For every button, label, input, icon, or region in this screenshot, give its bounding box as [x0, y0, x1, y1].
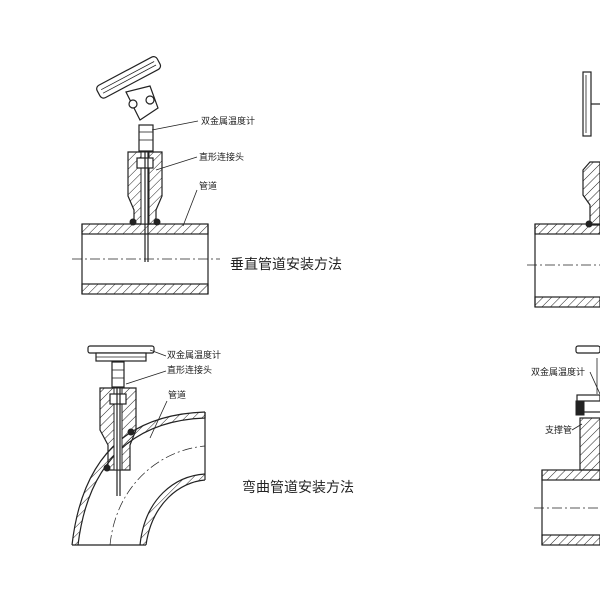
elbow-pipe-diagram: 双金属温度计 直形连接头 管道 弯曲管道安装方法 — [71, 345, 354, 546]
cropped-diagram-bottom-right: 双金属温度计 支撑管 — [531, 345, 600, 546]
bimetal-thermometer-1 — [96, 56, 162, 262]
label-connector-1: 直形连接头 — [199, 151, 244, 163]
cropped-diagram-top-right — [527, 71, 600, 308]
straight-pipe-1 — [72, 223, 220, 295]
vertical-pipe-diagram: 双金属温度计 直形连接头 管道 垂直管道安装方法 — [72, 56, 342, 295]
callout-line-pipe-1 — [182, 189, 198, 227]
bimetal-thermometer-2 — [87, 345, 155, 496]
callout-line-pipe-2 — [149, 400, 168, 439]
label-thermometer-1: 双金属温度计 — [201, 115, 255, 127]
label-support-4: 支撑管 — [545, 424, 572, 436]
elbow-pipe — [71, 411, 206, 546]
straight-connector-2 — [99, 387, 137, 472]
label-pipe-1: 管道 — [199, 180, 217, 192]
label-pipe-2: 管道 — [168, 389, 186, 401]
caption-elbow: 弯曲管道安装方法 — [242, 479, 354, 496]
label-thermometer-4: 双金属温度计 — [531, 366, 585, 378]
label-connector-2: 直形连接头 — [167, 364, 212, 376]
callout-line-thermometer-1 — [151, 120, 199, 131]
callout-line-connector-2 — [125, 370, 167, 385]
caption-vertical: 垂直管道安装方法 — [230, 256, 342, 273]
callout-line-thermometer-2 — [149, 349, 167, 357]
callout-line-connector-1 — [155, 156, 198, 171]
callout-line-thermometer-4 — [589, 371, 600, 395]
callout-line-support-4 — [571, 423, 583, 431]
label-thermometer-2: 双金属温度计 — [167, 349, 221, 361]
